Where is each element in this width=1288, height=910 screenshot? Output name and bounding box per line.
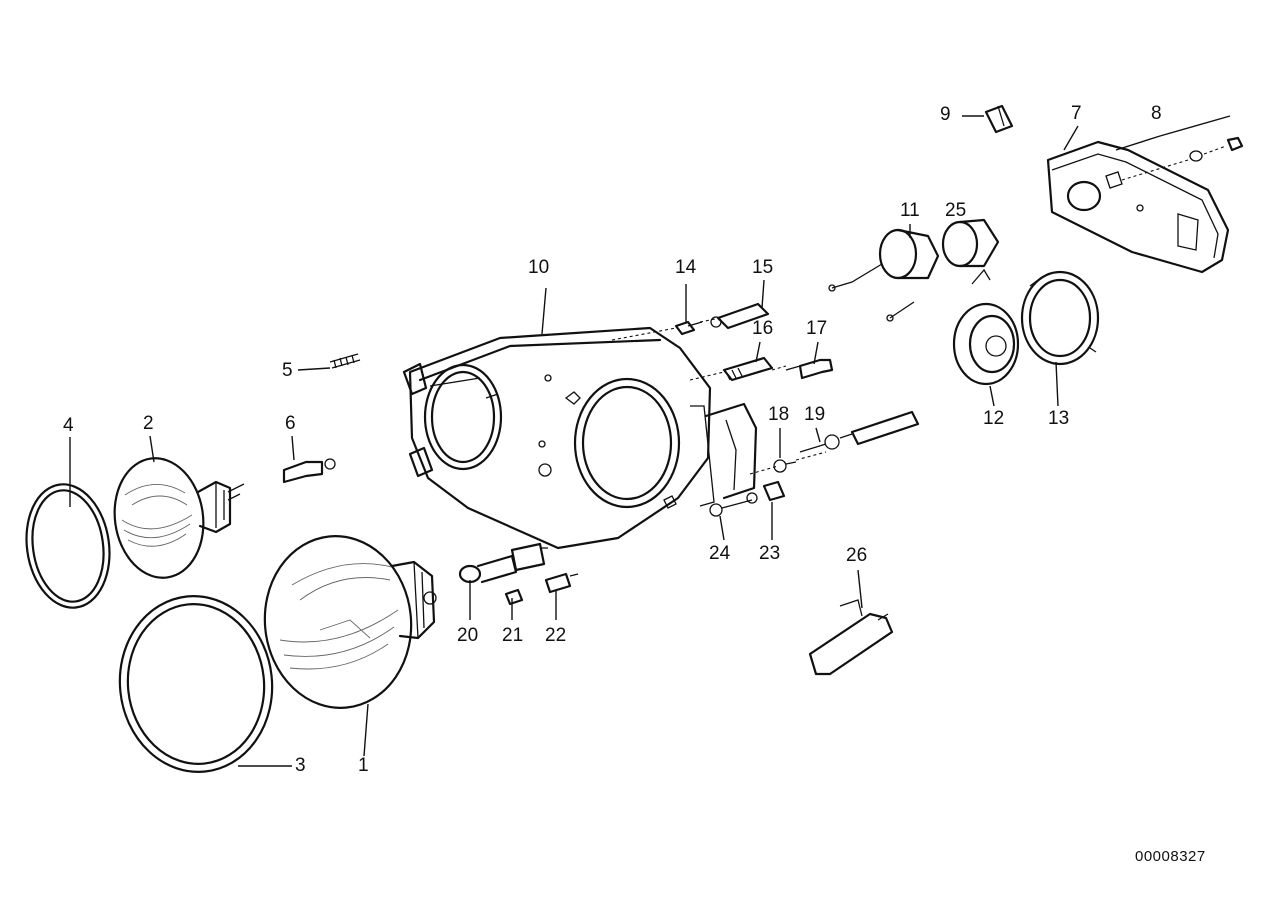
- part-22-bulb-holder: [544, 572, 579, 594]
- part-7-cover-plate: [1046, 140, 1230, 274]
- part-8-nut-washer: [1115, 115, 1244, 181]
- part-14-screw: [674, 320, 703, 336]
- part-15-adjuster: [710, 302, 770, 330]
- part-12-cap: [952, 302, 1020, 386]
- part-18-nut: [773, 459, 797, 473]
- part-13-cover-ring: [1020, 270, 1100, 366]
- part-26-connector: [808, 599, 894, 676]
- part-3-large-retaining-ring: [118, 595, 274, 773]
- part-20-halogen-bulb: [458, 542, 548, 584]
- part-11-bulb-socket: [828, 228, 940, 322]
- part-5-adjusting-screw: [329, 353, 361, 369]
- part-23-clip: [762, 480, 786, 502]
- part-25-clamp-ring: [941, 218, 1000, 285]
- part-9-clip: [984, 104, 1014, 134]
- part-1-large-headlight: [263, 535, 437, 709]
- part-19-cable-plug: [799, 410, 920, 453]
- part-21-small-bulb: [504, 588, 524, 606]
- part-24-screw: [709, 492, 758, 517]
- part-4-retaining-ring: [25, 483, 111, 609]
- part-16-adjuster: [722, 356, 774, 382]
- part-6-bulb-socket: [282, 458, 336, 484]
- part-17-screw: [785, 358, 834, 380]
- part-2-small-headlight: [113, 457, 245, 579]
- part-10-headlight-housing: [402, 326, 758, 550]
